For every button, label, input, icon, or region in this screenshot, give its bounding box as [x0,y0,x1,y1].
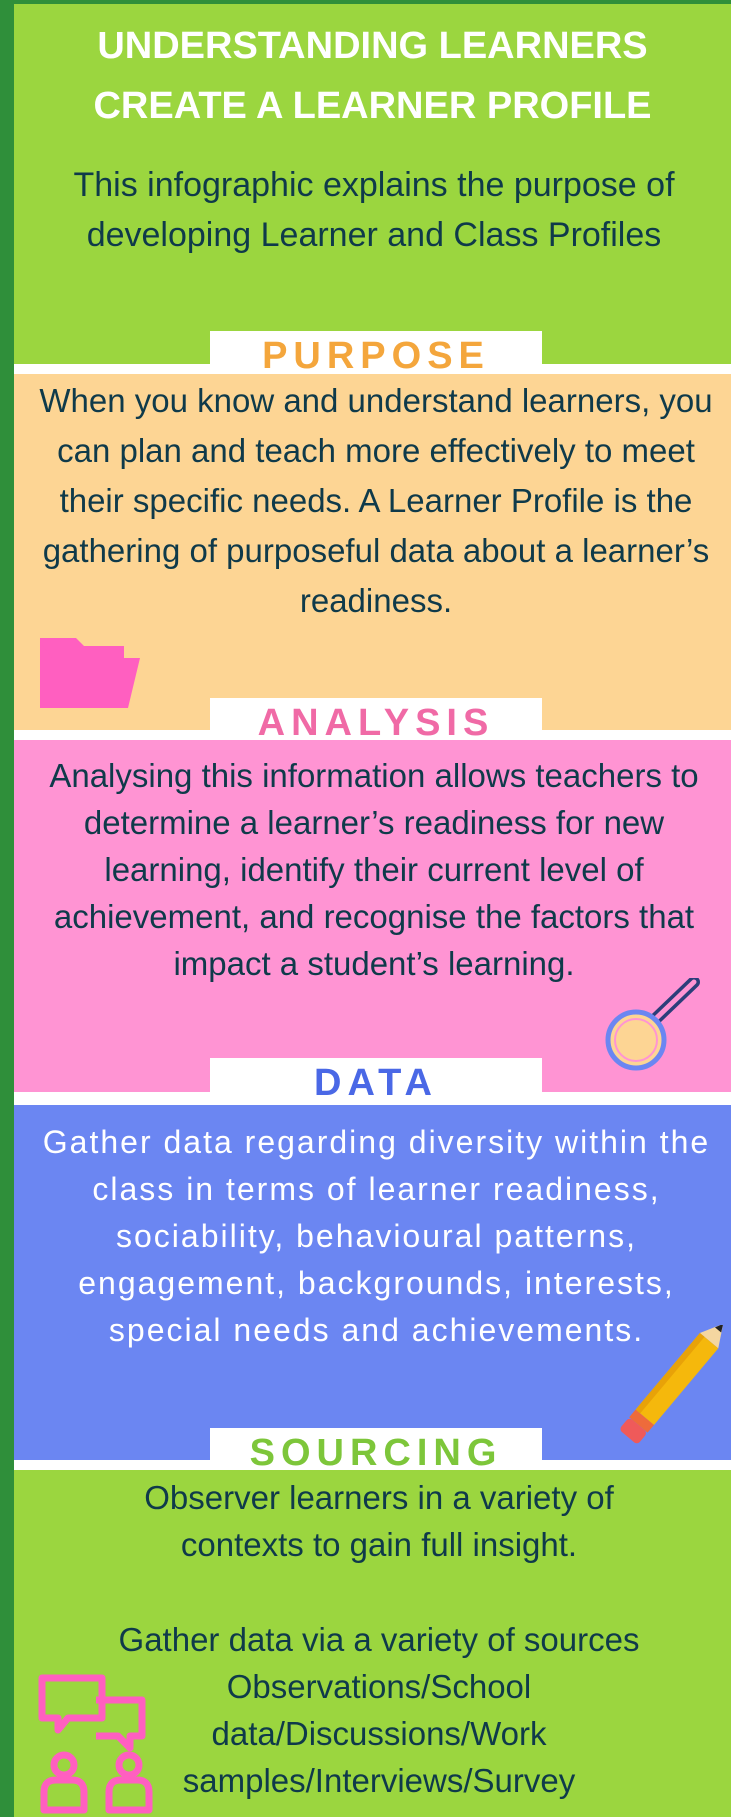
analysis-section: Analysing this information allows teache… [14,740,731,1092]
title-line-2: CREATE A LEARNER PROFILE [93,85,652,127]
analysis-heading: ANALYSIS [210,698,542,744]
purpose-heading: PURPOSE [210,331,542,377]
purpose-text: When you know and understand learners, y… [39,382,713,619]
data-heading: DATA [210,1058,542,1104]
sourcing-text-1: Observer learners in a variety of contex… [144,1479,614,1563]
sourcing-heading: SOURCING [210,1428,542,1474]
purpose-section: When you know and understand learners, y… [14,374,731,730]
folder-icon [36,630,146,719]
analysis-text: Analysing this information allows teache… [49,757,699,982]
intro-text: This infographic explains the purpose of… [73,166,675,254]
sourcing-text-2: Gather data via a variety of sources Obs… [118,1621,640,1799]
magnifying-glass-icon [604,976,704,1083]
pencil-icon [609,1323,724,1465]
header-section: UNDERSTANDING LEARNERS CREATE A LEARNER … [14,4,731,364]
data-section: Gather data regarding diversity within t… [14,1105,731,1460]
data-text: Gather data regarding diversity within t… [42,1124,711,1348]
people-conversation-icon [34,1670,164,1820]
title-line-1: UNDERSTANDING LEARNERS [97,25,648,67]
sourcing-section: Observer learners in a variety of contex… [14,1470,731,1817]
